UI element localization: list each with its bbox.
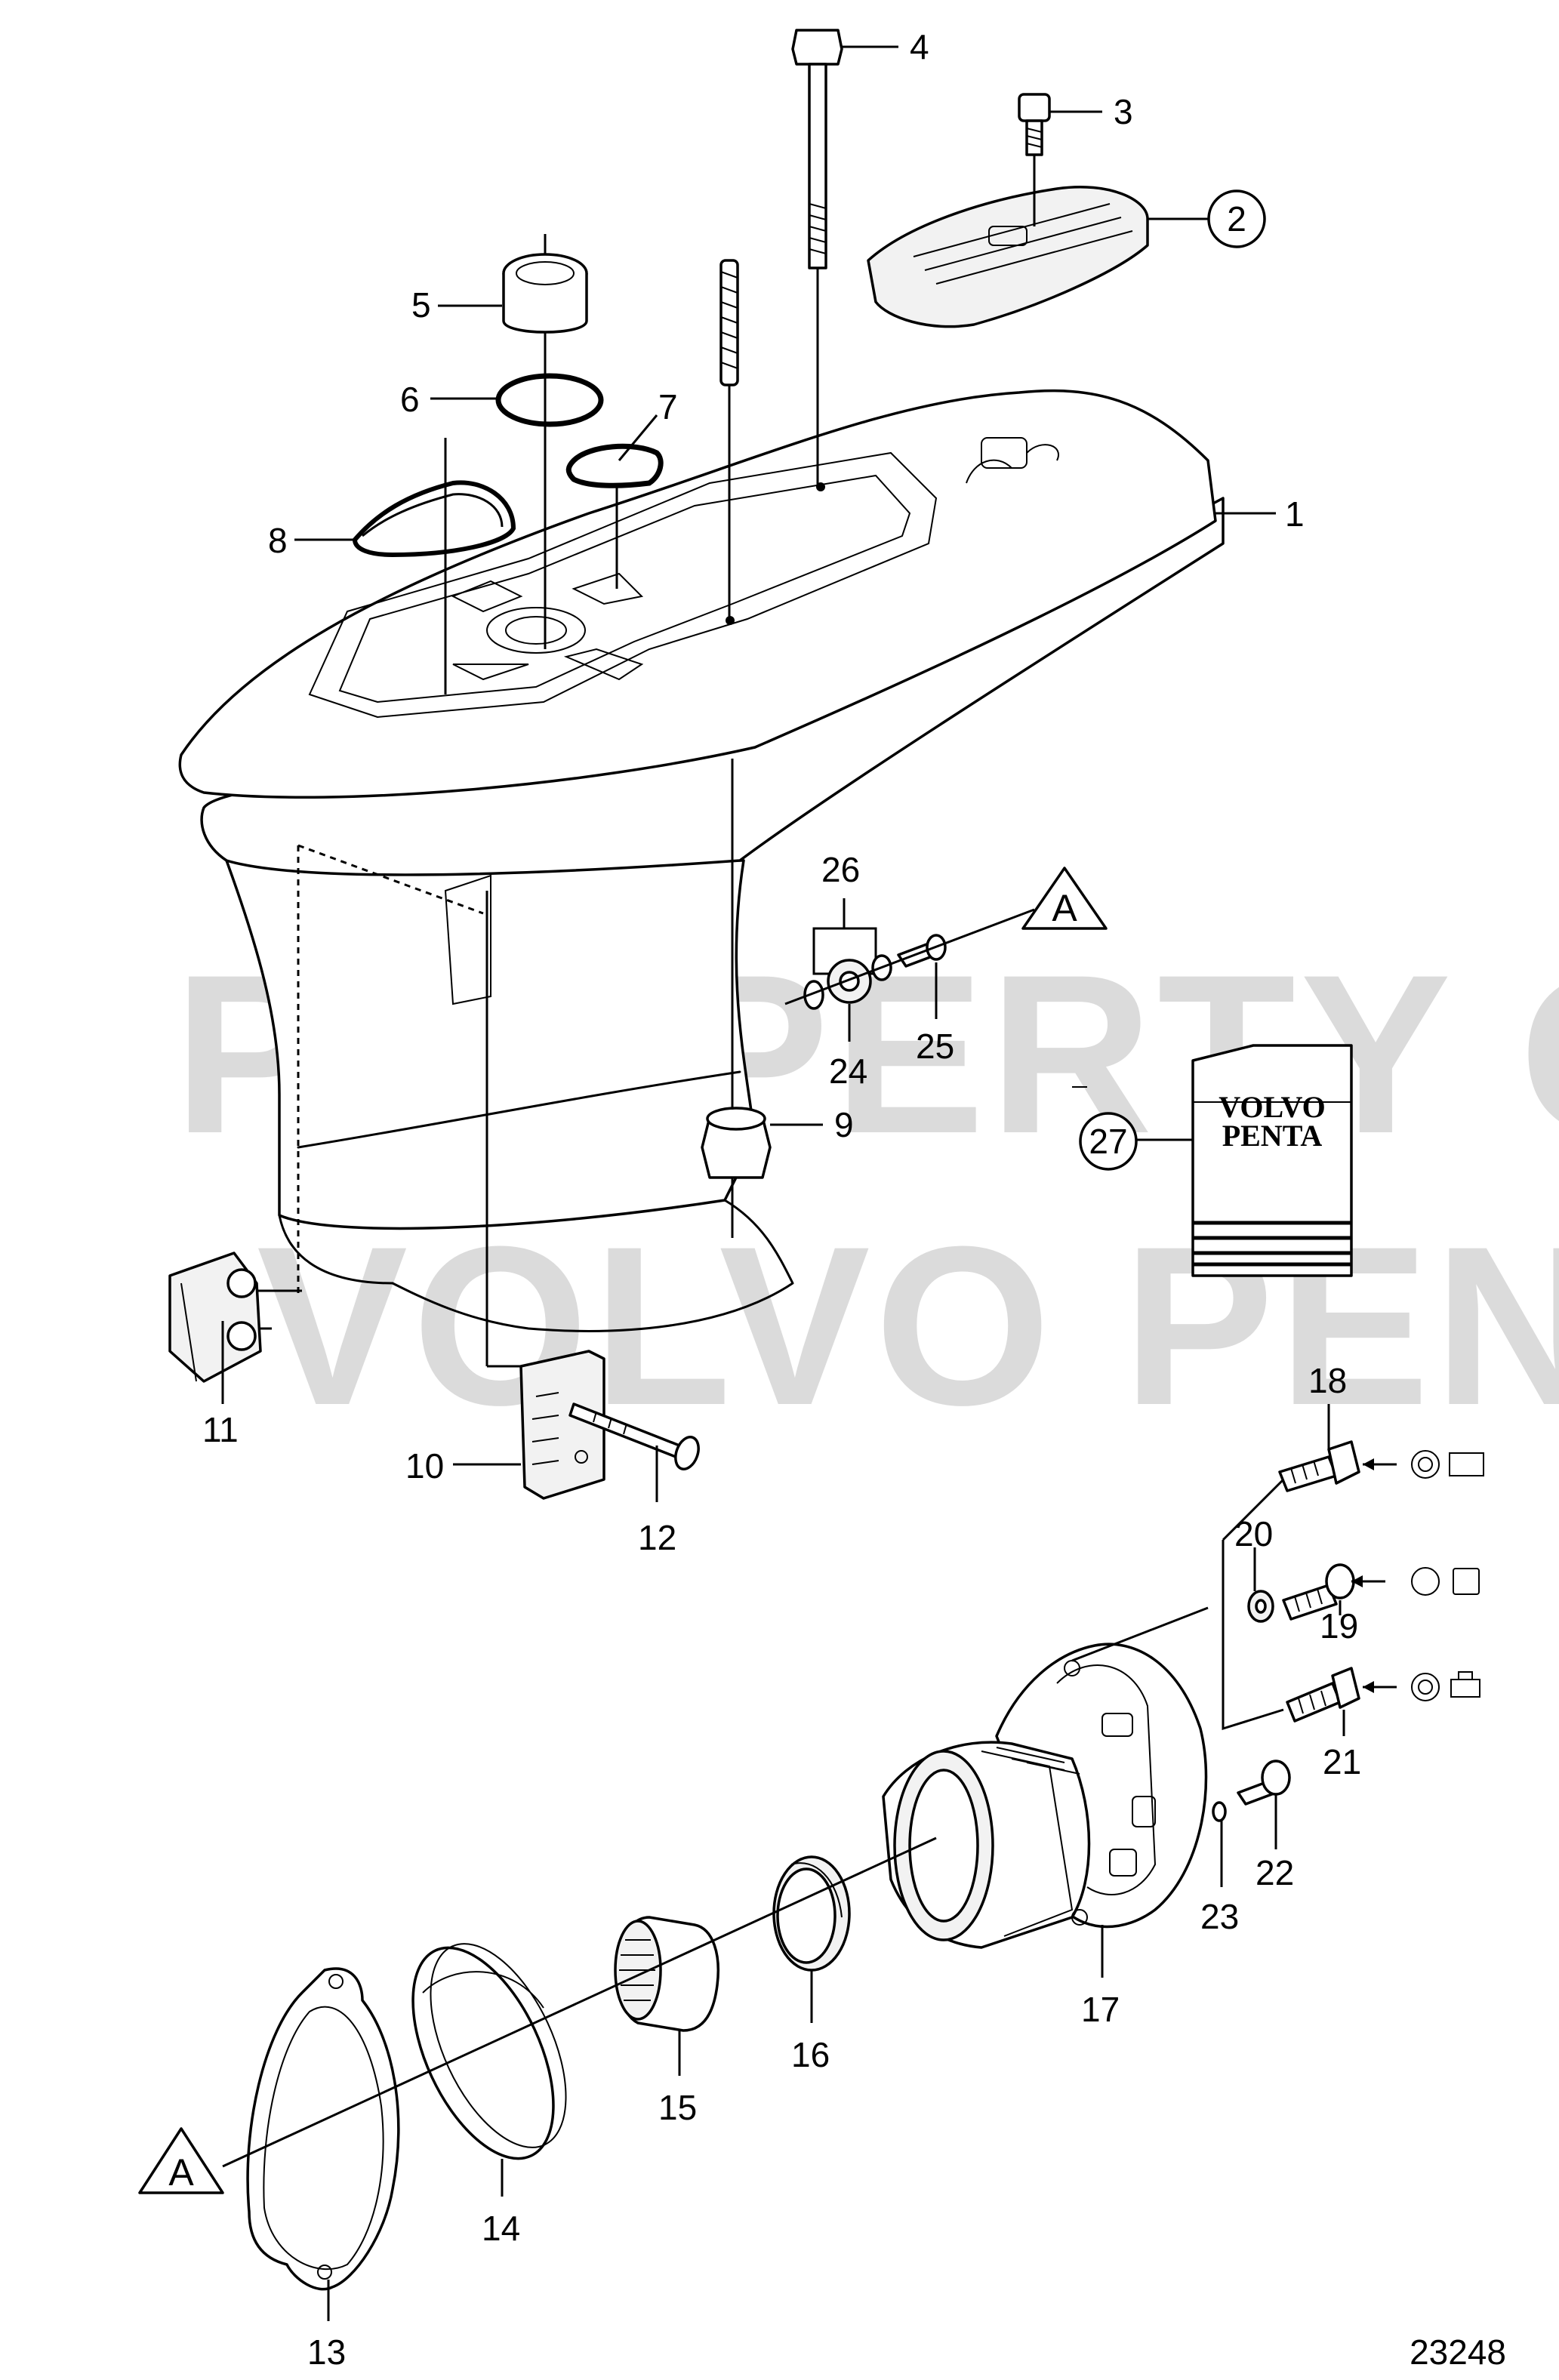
callout-14: 14 [482, 2209, 520, 2248]
callout-25: 25 [916, 1027, 954, 1066]
callout-26: 26 [821, 850, 860, 889]
callout-15: 15 [658, 2088, 697, 2127]
callout-numbers: 1 2 3 4 5 6 7 8 9 10 11 12 13 14 15 16 1… [202, 27, 1361, 2372]
needle-bearing-15 [614, 1916, 719, 2032]
section-marker-a-bottom-label: A [168, 2151, 194, 2194]
ring-14 [411, 1943, 567, 2160]
callout-6: 6 [400, 380, 420, 419]
callout-4: 4 [910, 27, 929, 66]
callout-22: 22 [1256, 1853, 1294, 1892]
watermark-line-2: VOLVO PENTA [257, 1199, 1559, 1452]
callout-17: 17 [1081, 1990, 1120, 2029]
callout-5: 5 [411, 285, 431, 325]
callout-11: 11 [202, 1410, 239, 1449]
callout-1: 1 [1285, 494, 1305, 534]
gasket-13 [246, 1967, 400, 2291]
anode-block-11 [168, 844, 484, 1383]
volvo-penta-kit-box: VOLVO PENTA [1191, 1044, 1353, 1277]
volvo-box-label-line-1: VOLVO [1219, 1090, 1325, 1124]
volvo-box-label-line-2: PENTA [1222, 1119, 1323, 1153]
callout-27: 27 [1089, 1122, 1127, 1161]
section-marker-a-top-label: A [1052, 887, 1077, 929]
callout-12: 12 [638, 1518, 676, 1557]
long-bolt [791, 29, 843, 487]
anode-screw [1018, 93, 1051, 226]
callout-19: 19 [1320, 1606, 1358, 1646]
gasket-8 [352, 438, 516, 694]
callout-2-circle [1207, 189, 1266, 248]
top-anode [867, 185, 1149, 328]
needle-bearing-5 [502, 234, 588, 649]
screw-12 [568, 1402, 700, 1470]
stud [719, 259, 739, 620]
nut-9 [701, 759, 772, 1238]
callout-24: 24 [829, 1051, 867, 1091]
section-marker-a-bottom: A [138, 2127, 224, 2194]
seal-ring-16 [772, 1855, 851, 1972]
callout-23: 23 [1200, 1897, 1239, 1936]
screw-22-washer-23 [1212, 1760, 1291, 1822]
reference-number: 23248 [1410, 2332, 1506, 2372]
callout-10: 10 [405, 1446, 444, 1486]
callout-9: 9 [834, 1105, 854, 1144]
callout-2: 2 [1227, 199, 1246, 239]
anode-plate-10 [485, 891, 605, 1500]
seal-7 [565, 443, 664, 589]
callout-3: 3 [1114, 92, 1133, 131]
callout-21: 21 [1323, 1742, 1361, 1781]
section-marker-a-top: A [1021, 867, 1108, 930]
callout-leaders [221, 45, 1345, 2321]
callout-8: 8 [268, 521, 288, 560]
o-ring-6 [495, 373, 604, 427]
callout-20: 20 [1234, 1514, 1273, 1553]
bearing-housing-17 [882, 1606, 1209, 1949]
callout-16: 16 [791, 2035, 830, 2074]
axis-line [222, 1837, 937, 2168]
gear-housing [178, 389, 1225, 1332]
callout-27-circle [1079, 1112, 1138, 1171]
flange-screws [1222, 1440, 1484, 1731]
callout-18: 18 [1308, 1361, 1347, 1400]
callout-7: 7 [658, 387, 678, 426]
anode-hardware-24-26 [784, 908, 1035, 1010]
callout-13: 13 [307, 2332, 346, 2372]
